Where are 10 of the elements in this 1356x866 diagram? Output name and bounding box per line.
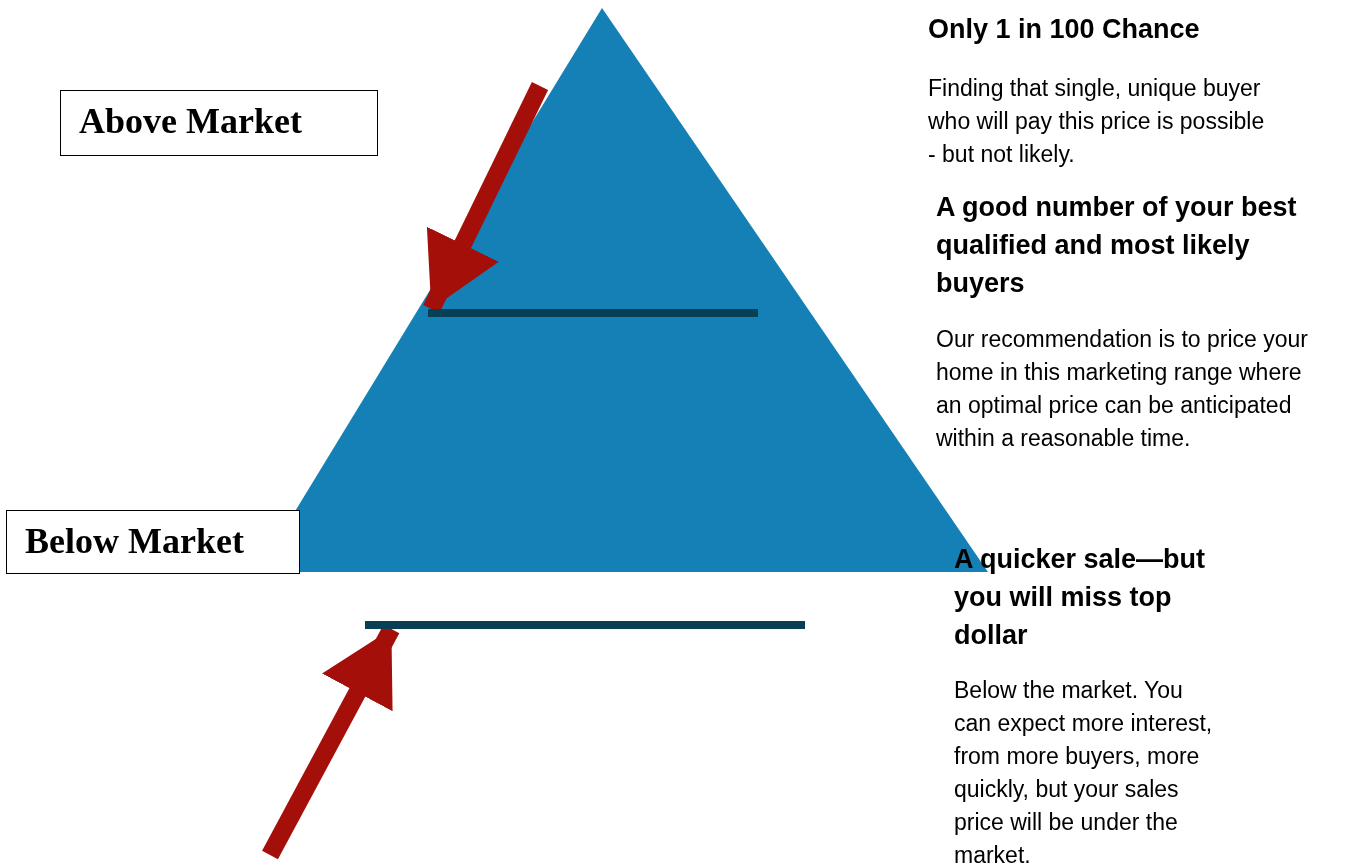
divider-bar bbox=[428, 309, 758, 317]
label-box: Above Market bbox=[60, 90, 378, 156]
description-text: Below the market. You can expect more interest, from more buyers, more quickly, but your sales price will be under the market. bbox=[954, 676, 1214, 866]
divider-bar bbox=[365, 621, 805, 629]
label-box: Below Market bbox=[6, 510, 300, 574]
description-text: Finding that single, unique buyer who will pay this price is possible - but not likely. bbox=[928, 74, 1266, 169]
description-text: Our recommendation is to price your home in this marketing range where an optimal price can be anticipated within a reasonable time. bbox=[936, 325, 1309, 453]
section-heading: A quicker sale—but you will miss top dollar bbox=[954, 543, 1207, 652]
section-heading: A good number of your best qualified and most likely buyers bbox=[936, 191, 1298, 300]
section-heading: Only 1 in 100 Chance bbox=[928, 13, 1201, 46]
